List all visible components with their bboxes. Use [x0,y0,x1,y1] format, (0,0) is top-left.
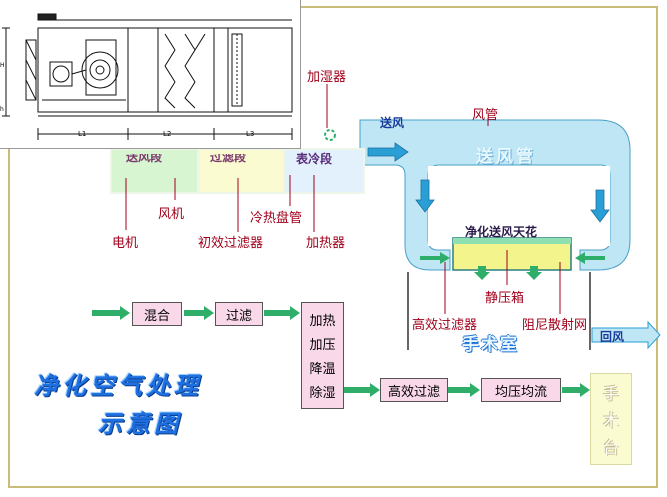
title-line-1: 净化空气处理 [34,372,202,400]
label-operating-room: 手术室 [462,335,519,355]
arrow-to-mixing [92,306,130,320]
flow-box-uniform: 均压均流 [481,378,561,402]
frame-right [656,6,658,488]
section-label-coil: 表冷段 [296,152,333,166]
label-clean-ceiling: 净化送风天花 [465,225,538,239]
treatment-heating: 加热 [309,313,336,329]
section-coil [285,150,363,192]
arrow-uniform-table [562,383,590,397]
frame-left [8,148,10,488]
treatment-pressurize: 加压 [309,337,336,353]
table-char-2: 术 [602,410,619,430]
table-char-1: 手 [602,383,619,403]
ceiling-down-arrows [474,266,542,280]
duct-inner-window [428,166,610,246]
section-label-filter: 过滤段 [210,150,247,164]
operating-table: 手 术 台 [590,373,632,465]
dim-label-l3: L3 [246,130,255,138]
label-humidifier: 加湿器 [307,70,347,85]
treatment-dehumidify: 除湿 [309,386,336,402]
label-heater: 加热器 [306,236,346,251]
humidifier-icon [324,129,336,141]
return-air-arrow [591,320,661,350]
side-label-h-lower: h [0,106,4,113]
supply-duct [359,119,631,271]
arrow-mixing-filter [184,306,214,320]
section-filter [200,150,283,192]
arrow-treat-hepa [344,383,380,397]
label-damping-diffuser: 阻尼散射网 [522,318,588,333]
label-fan: 风机 [158,207,185,222]
label-motor: 电机 [112,236,139,251]
ceiling-side-arrows [420,252,605,264]
label-return-air: 回风 [600,330,625,344]
title-line-2: 示意图 [98,410,182,438]
label-primary-filter: 初效过滤器 [198,236,264,251]
arrow-supply-right [367,142,409,162]
table-char-3: 台 [602,438,619,458]
label-supply-air: 送风 [380,116,405,130]
flow-box-hepa: 高效过滤 [380,378,448,402]
flow-box-treatment: 加热 加压 降温 除湿 [301,302,344,409]
arrow-filter-treat [264,306,300,320]
side-label-h: H [0,62,5,69]
label-hepa-filter: 高效过滤器 [412,318,478,333]
leader-lines [125,84,561,314]
frame-bottom [8,486,658,488]
duct-flow-arrows [367,142,610,223]
dim-label-l2: L2 [163,130,172,138]
ahu-engineering-drawing: L1 L2 L3 H h [0,0,301,149]
ahu-drawing-svg [2,13,293,140]
treatment-cooling: 降温 [309,362,336,378]
label-static-pressure-box: 静压箱 [485,291,525,306]
dim-label-l1: L1 [78,130,87,138]
arrow-hepa-uniform [448,383,480,397]
arrow-right-down-1 [590,189,610,223]
frame-top [300,6,658,8]
arrow-left-down [415,179,435,213]
section-label-fan: 送风段 [126,150,163,164]
label-cooling-heating-coil: 冷热盘管 [250,211,303,226]
label-supply-duct: 送风管 [476,147,536,167]
flow-box-filtering: 过滤 [215,302,263,326]
label-duct: 风管 [472,108,499,123]
flow-box-mixing: 混合 [132,302,182,326]
flow-arrows [92,306,590,397]
